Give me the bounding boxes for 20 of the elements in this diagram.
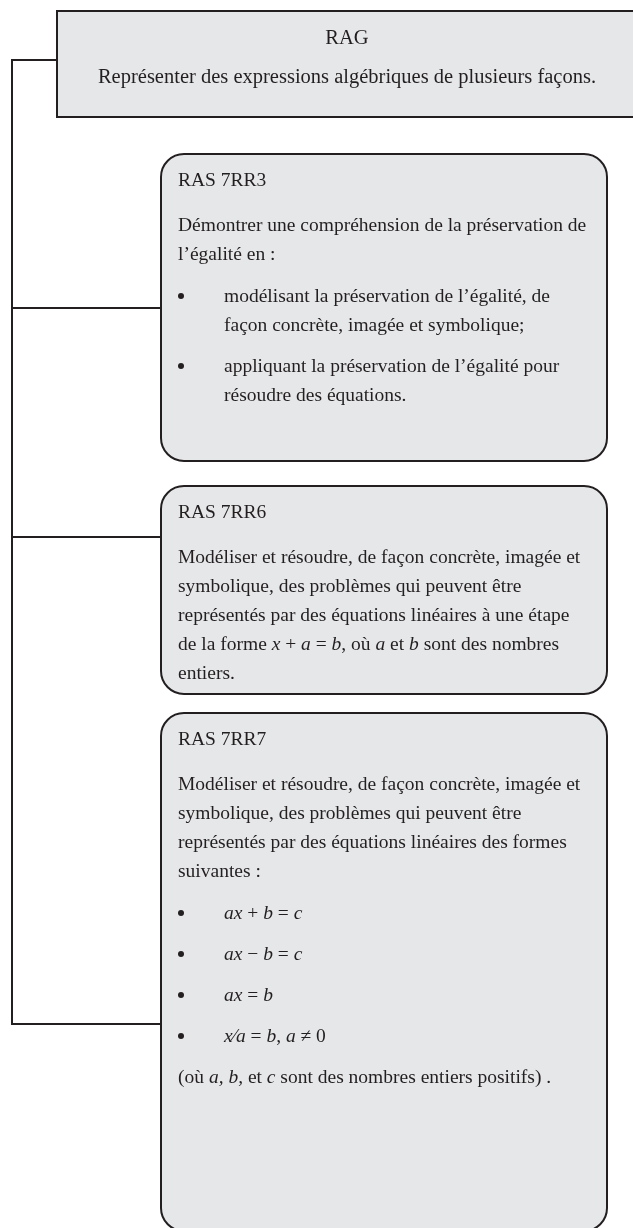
box-text: Démontrer une compréhension de la préservation de l’égalité en :: [178, 213, 588, 266]
box-heading: RAS 7RR7: [178, 727, 268, 751]
box-text: (où a, b, et c sont des nombres entiers positifs) .: [178, 1065, 553, 1089]
box-text: Représenter des expressions algébriques de plusieurs façons.: [96, 65, 598, 88]
box-heading: RAS 7RR3: [178, 168, 268, 192]
bullet-text: modélisant la préservation de l’égalité, de façon concrète, imagée et symbolique;: [224, 285, 550, 335]
rounded-box: [160, 712, 608, 1228]
rounded-box: [160, 485, 608, 695]
box-text: Modéliser et résoudre, de façon concrète, imagée et symbolique, des problèmes qui peuvent être représentés par des équations linéaires des formes suivantes :: [178, 772, 582, 883]
heading-box: [56, 10, 633, 118]
rounded-box: [160, 153, 608, 462]
bullet-text: ax = b: [224, 984, 273, 1005]
connector-line: [11, 59, 161, 1025]
box-text: Modéliser et résoudre, de façon concrète, imagée et symbolique, des problèmes qui peuvent être représentés par des équations linéaires à une étape de la forme x + a = b, où a et b sont des nombres entiers.: [178, 545, 582, 685]
bullet-text: x⁄a = b, a ≠ 0: [224, 1025, 326, 1046]
box-heading: RAG: [324, 26, 370, 49]
box-heading: RAS 7RR6: [178, 500, 268, 524]
bullet-text: ax − b = c: [224, 943, 303, 964]
bullet-text: appliquant la préservation de l’égalité pour résoudre des équations.: [224, 355, 560, 405]
bullet-text: ax + b = c: [224, 902, 303, 923]
